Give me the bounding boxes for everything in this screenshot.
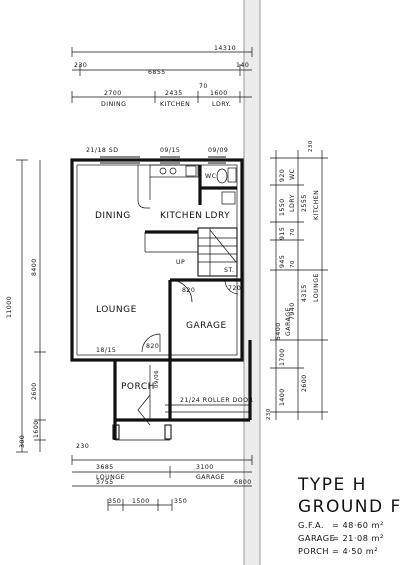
bottom-dimensions: 230 3685 LOUNGE 3100 GARAGE 3755 6800 35…: [71, 443, 253, 511]
door-720: 720: [228, 285, 241, 292]
dim-overall-width: 14310: [214, 45, 236, 52]
plan-labels: 21/18 SD 09/15 09/09 WC DINING KITCHEN L…: [86, 147, 254, 404]
window-top-mid: 09/15: [160, 147, 180, 154]
dim-bottom-350b: 350: [174, 498, 187, 505]
dim-right-70a: 70: [290, 228, 296, 236]
floor-plan: [70, 156, 252, 441]
dim-right-920: 920: [279, 169, 286, 182]
door-820-lounge: 820: [146, 343, 159, 350]
left-dimensions: 11000 8400 2600 300 1600: [6, 159, 46, 453]
page-fold: [243, 0, 261, 565]
dim-dining-width: 2700: [104, 90, 122, 97]
stair-label: ST.: [224, 267, 234, 274]
dim-right-4315: 4315: [301, 284, 308, 302]
dim-top-140: 140: [236, 62, 249, 69]
title-type: TYPE H: [297, 475, 367, 495]
dim-label-kitchen: KITCHEN: [160, 101, 190, 108]
dim-right-230-top: 230: [308, 140, 314, 152]
dim-bottom-3755: 3755: [96, 479, 114, 486]
dim-right-915: 915: [279, 227, 286, 240]
dim-right-kitchen: KITCHEN: [313, 190, 320, 220]
dim-label-dining: DINING: [101, 101, 126, 108]
room-lory: LDRY: [205, 211, 230, 221]
stat-gfa-label: G.F.A.: [298, 520, 324, 530]
right-dimensions: 230 920 WC 1550 LDRY 2555 KITCHEN 915 70…: [266, 140, 328, 420]
stat-porch-value: = 4·50 m²: [332, 546, 378, 556]
roller-door-label: 21/24 ROLLER DOOR: [180, 397, 254, 404]
room-garage: GARAGE: [186, 321, 227, 331]
dim-right-945: 945: [279, 255, 286, 268]
room-porch: PORCH: [121, 382, 155, 392]
window-top-left: 21/18 SD: [86, 147, 119, 154]
dim-right-lounge: LOUNGE: [313, 273, 320, 302]
dim-right-2555: 2555: [301, 194, 308, 212]
dim-right-5400: 5400: [275, 322, 282, 340]
dim-bottom-3100: 3100: [196, 464, 214, 471]
wc-label: WC: [205, 173, 216, 180]
dim-right-2600: 2600: [301, 374, 308, 392]
dim-right-garage: GARAGE: [285, 307, 292, 336]
top-dimensions: 14310 230 6855 140 2700 2435 70 1600 DIN…: [71, 45, 253, 108]
dim-right-1550: 1550: [279, 198, 286, 216]
stair-up-label: UP: [176, 259, 185, 266]
dim-bottom-6800: 6800: [234, 479, 252, 486]
dim-upper-depth: 8400: [31, 258, 38, 276]
dim-kitchen-width: 2435: [165, 90, 183, 97]
dim-right-lory: LDRY: [289, 194, 296, 212]
dim-bottom-3685: 3685: [96, 464, 114, 471]
window-porch: 09/06: [154, 370, 160, 388]
dim-overall-depth: 11000: [6, 296, 13, 318]
room-lounge: LOUNGE: [96, 305, 137, 315]
dim-top-230: 230: [74, 62, 87, 69]
title-floor: GROUND F: [298, 497, 400, 517]
dim-right-230-bottom: 230: [266, 408, 272, 420]
stat-garage-value: = 21·08 m²: [332, 533, 384, 543]
stat-porch-label: PORCH: [298, 546, 329, 556]
stat-gfa-value: = 48·60 m²: [332, 520, 384, 530]
dim-bottom-lounge: LOUNGE: [96, 474, 125, 481]
dim-top-6855: 6855: [148, 69, 166, 76]
dim-bottom-350a: 350: [108, 498, 121, 505]
dim-top-70: 70: [199, 83, 208, 90]
room-kitchen: KITCHEN: [160, 211, 203, 221]
dim-bottom-230: 230: [76, 443, 89, 450]
dim-lory-width: 1600: [210, 90, 228, 97]
dim-left-300: 300: [19, 435, 26, 448]
window-top-right: 09/09: [208, 147, 228, 154]
dim-right-70b: 70: [290, 260, 296, 268]
dim-bottom-1500: 1500: [132, 498, 150, 505]
door-820-garage: 820: [182, 287, 195, 294]
window-lounge: 18/15: [96, 347, 116, 354]
dim-bottom-garage: GARAGE: [196, 474, 225, 481]
dim-right-1700: 1700: [279, 348, 286, 366]
room-dining: DINING: [95, 211, 131, 221]
dim-right-wc: WC: [289, 169, 296, 180]
title-block: TYPE H GROUND F G.F.A. = 48·60 m² GARAGE…: [297, 475, 400, 556]
dim-right-1400: 1400: [279, 388, 286, 406]
dim-lower-depth: 2600: [31, 382, 38, 400]
dim-label-lory: LDRY.: [212, 101, 231, 108]
dim-right-7940: 7940: [289, 302, 296, 320]
stat-garage-label: GARAGE: [298, 533, 335, 543]
dim-left-1600: 1600: [33, 420, 40, 438]
